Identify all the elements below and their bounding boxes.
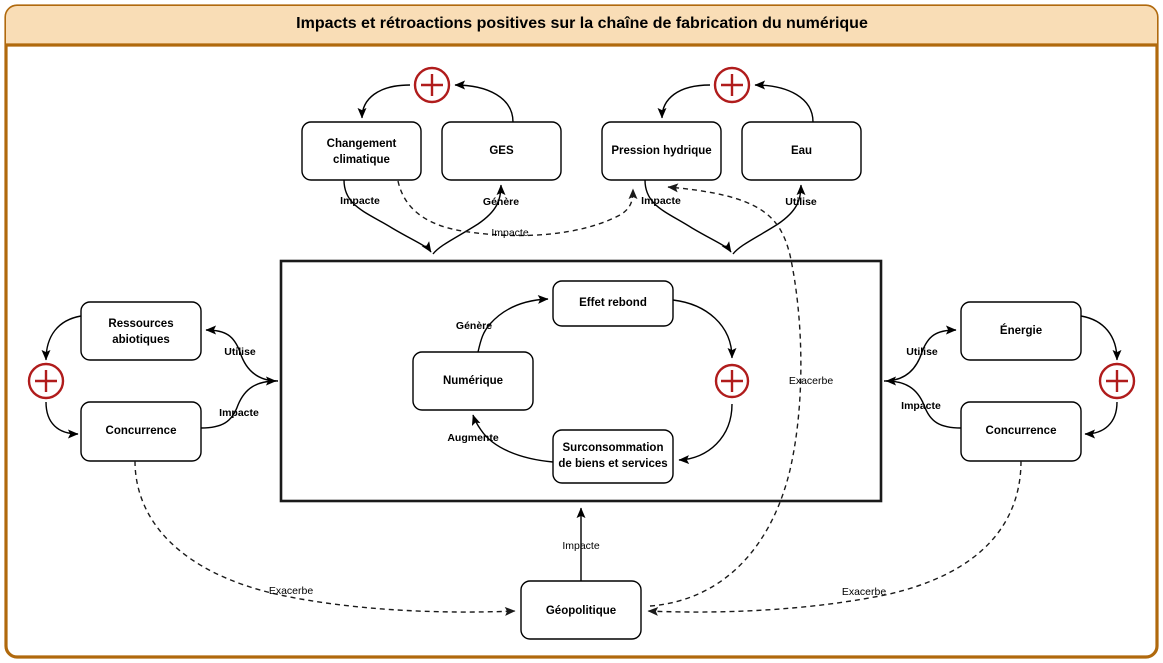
edge-changement-impacte-pression (397, 180, 638, 237)
edge-label-utilise-energie: Utilise (906, 346, 938, 358)
edge-label-utilise-eau: Utilise (785, 196, 817, 208)
node-pression-hydrique[interactable] (601, 121, 722, 181)
edge-systeme-utilise-ressources (205, 325, 279, 382)
edge-numerique-genere-effet-rebond (477, 294, 549, 353)
node-concurrence-droite-label: Concurrence (986, 425, 1057, 437)
edge-systeme-utilise-eau (732, 184, 806, 255)
edge-effet-rebond-to-loop-centre (672, 299, 737, 359)
edge-systeme-utilise-energie (883, 325, 957, 382)
node-energie[interactable] (960, 301, 1082, 361)
edge-changement-impacte-systeme (343, 179, 432, 253)
node-surconsommation-label-1: Surconsommation (563, 442, 664, 454)
edge-eau-to-loop-eau (754, 80, 814, 123)
node-eau-label: Eau (791, 145, 812, 157)
edge-label-concurrence-gauche-impacte: Impacte (219, 407, 259, 419)
edge-label-exacerbe-gauche: Exacerbe (269, 585, 314, 597)
node-changement-climatique[interactable] (301, 121, 422, 181)
node-changement-climatique-label-2: climatique (333, 154, 390, 166)
node-pression-hydrique-label: Pression hydrique (611, 145, 711, 157)
node-energie-label: Énergie (1000, 324, 1042, 337)
node-geopolitique-label: Géopolitique (546, 605, 616, 617)
edge-loop-eau-to-pression (657, 84, 711, 119)
node-effet-rebond-label: Effet rebond (579, 297, 647, 309)
edge-label-numerique-genere: Génère (456, 320, 492, 332)
node-ges-label: GES (489, 145, 514, 157)
edge-systeme-genere-ges (432, 184, 506, 255)
edge-concurrence-gauche-impacte-systeme (200, 376, 277, 429)
edge-pression-impacte-systeme (644, 179, 732, 253)
node-ges[interactable] (441, 121, 562, 181)
node-numerique-label: Numérique (443, 375, 503, 387)
node-eau[interactable] (741, 121, 862, 181)
node-ressources-abiotiques-label-2: abiotiques (112, 334, 170, 346)
node-ressources-abiotiques[interactable] (80, 301, 202, 361)
page-title: Impacts et rétroactions positives sur la… (296, 15, 868, 32)
title-bar-background (6, 6, 1157, 45)
edge-concurrence-gauche-exacerbe-geopolitique (134, 460, 516, 616)
edge-label-exacerbe-centre: Exacerbe (789, 375, 834, 387)
node-concurrence-gauche-label: Concurrence (106, 425, 177, 437)
edge-label-changement-impacte: Impacte (340, 195, 380, 207)
node-changement-climatique-label-1: Changement (327, 138, 397, 150)
edge-label-concurrence-droite-impacte: Impacte (901, 400, 941, 412)
edge-label-surconsommation-augmente: Augmente (447, 432, 498, 444)
edge-loop-centre-to-surconsommation (678, 403, 733, 465)
edge-loop-gauche-to-concurrence (45, 401, 79, 439)
node-effet-rebond[interactable] (552, 280, 674, 327)
system-boundary (279, 259, 883, 503)
node-concurrence-gauche[interactable] (80, 401, 202, 462)
edge-label-genere-ges: Génère (483, 196, 519, 208)
node-ressources-abiotiques-label-1: Ressources (108, 318, 173, 330)
edge-loop-droite-to-concurrence (1084, 401, 1118, 439)
node-surconsommation-label-2: de biens et services (558, 458, 667, 470)
edge-label-pression-impacte: Impacte (641, 195, 681, 207)
edge-label-utilise-ressources: Utilise (224, 346, 256, 358)
edge-label-geopolitique-impacte: Impacte (562, 540, 600, 552)
edge-concurrence-droite-exacerbe-geopolitique (647, 460, 1022, 616)
edge-energie-to-loop-droite (1080, 315, 1122, 361)
edge-label-exacerbe-droite: Exacerbe (842, 586, 887, 598)
edge-label-changement-impacte-pression: Impacte (491, 227, 529, 239)
node-surconsommation[interactable] (552, 429, 674, 484)
edge-ressources-to-loop-gauche (41, 315, 82, 361)
edge-surconsommation-augmente-numerique (471, 414, 554, 463)
edge-ges-to-loop-climat (454, 80, 514, 123)
edge-loop-climat-to-changement (357, 84, 411, 119)
node-numerique[interactable] (412, 351, 534, 411)
edge-concurrence-droite-impacte-systeme (885, 376, 962, 429)
